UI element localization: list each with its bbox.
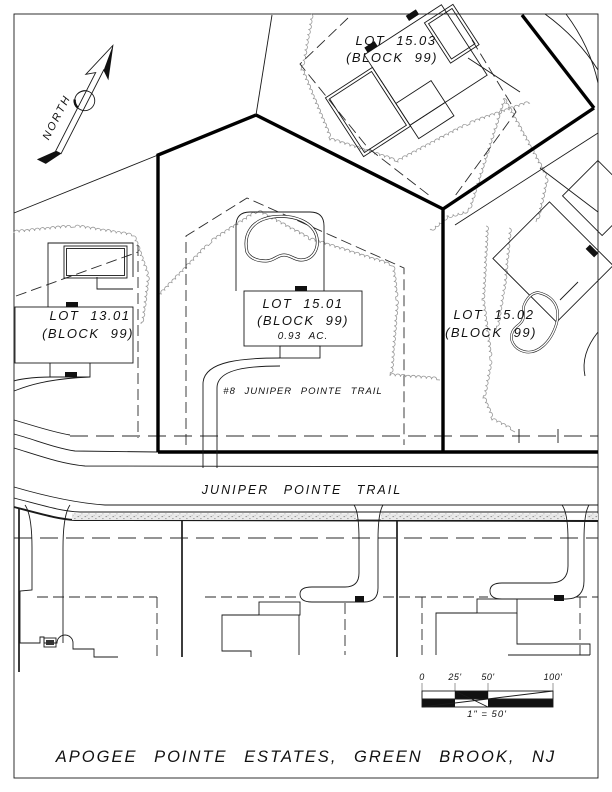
lot-15-01-label: LOT 15.01 [263, 296, 344, 311]
lot-15-01-improvements [202, 211, 363, 468]
lot-15-02-improvements [492, 159, 612, 354]
boundary-thin-lines [13, 13, 599, 672]
sidewalk-hatch [72, 513, 598, 520]
scale-tick-100: 100' [544, 672, 563, 682]
scale-ratio-label: 1" = 50' [467, 709, 507, 720]
sheet-title: APOGEE POINTE ESTATES, GREEN BROOK, NJ [55, 748, 556, 766]
sheet-border [13, 13, 599, 779]
south-properties [19, 504, 591, 658]
lot-15-01-area: 0.93 AC. [278, 331, 329, 342]
lot-15-02-block: (BLOCK 99) [445, 325, 537, 340]
lot-15-03-block: (BLOCK 99) [346, 50, 438, 65]
lot-13-01-improvements [13, 242, 134, 392]
scale-tick-50: 50' [481, 672, 494, 682]
street-name-label: JUNIPER POINTE TRAIL [201, 483, 402, 497]
tree-lines [13, 13, 549, 433]
lot-labels: LOT 15.03 (BLOCK 99) LOT 13.01 (BLOCK 99… [42, 33, 537, 342]
scale-tick-0: 0 [419, 672, 425, 682]
address-label: #8 JUNIPER POINTE TRAIL [223, 386, 382, 397]
lot-13-01-block: (BLOCK 99) [42, 326, 134, 341]
lot-15-03-label: LOT 15.03 [356, 33, 437, 48]
scale-tick-25: 25' [447, 672, 461, 682]
lot-15-03-improvements [324, 3, 521, 158]
lot-15-01-block: (BLOCK 99) [257, 313, 349, 328]
lot-15-02-label: LOT 15.02 [454, 307, 535, 322]
bold-lot-boundary [156, 13, 598, 454]
lot-13-01-label: LOT 13.01 [50, 308, 131, 323]
scale-bar: 0 25' 50' 100' 1" = 50' [419, 672, 562, 720]
